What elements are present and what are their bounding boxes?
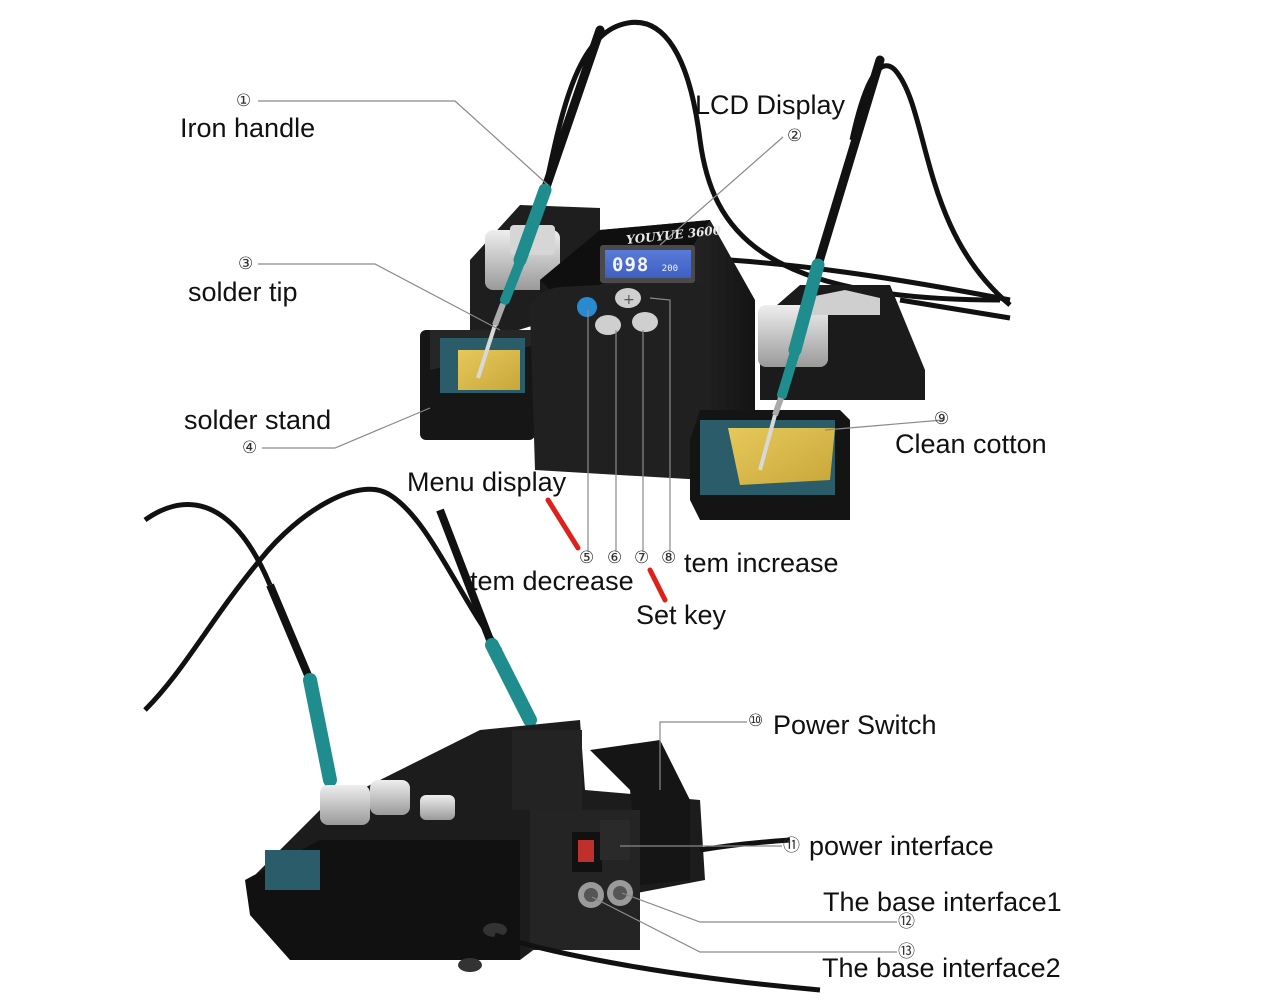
base-interface1-label: The base interface1 — [823, 887, 1062, 917]
solder-tip-number: ③ — [238, 254, 254, 274]
power-switch-label: Power Switch — [773, 710, 937, 740]
power-switch-number: ⑩ — [748, 711, 764, 731]
solder-stand-number: ④ — [242, 438, 258, 458]
clean-cotton-label: Clean cotton — [895, 429, 1047, 459]
bottom-station-illustration — [143, 486, 821, 993]
lcd-reading: 098 200 — [612, 254, 679, 276]
lcd-display-label: LCD Display — [695, 90, 846, 120]
leader-lines — [258, 100, 944, 953]
tem-decrease-number: ⑥ — [607, 548, 623, 568]
solder-stand-label: solder stand — [184, 405, 332, 435]
lcd-display-number: ② — [787, 126, 803, 146]
tem-increase-label: tem increase — [684, 548, 839, 578]
right-iron-illustration — [758, 55, 885, 471]
menu-display-label: Menu display — [407, 467, 567, 497]
tem-increase-number: ⑧ — [661, 548, 677, 568]
power-interface-label: power interface — [809, 831, 994, 861]
red-mark-menu — [545, 497, 581, 551]
tem-decrease-label: tem decrease — [470, 566, 634, 596]
iron-handle-number: ① — [236, 91, 252, 111]
menu-display-number: ⑤ — [579, 548, 595, 568]
iron-handle-label: Iron handle — [180, 113, 316, 143]
base-interface1-number: ⑫ — [898, 912, 915, 932]
power-interface-number: ⑪ — [783, 836, 800, 856]
solder-tip-label: solder tip — [188, 277, 298, 307]
base-interface2-number: ⑬ — [898, 942, 915, 962]
base-interface2-label: The base interface2 — [822, 953, 1061, 983]
control-unit: + — [530, 220, 755, 480]
right-holder — [690, 285, 925, 520]
red-mark-set — [647, 567, 668, 603]
set-key-number: ⑦ — [634, 548, 650, 568]
top-station-illustration: + — [420, 19, 1012, 520]
set-key-label: Set key — [636, 600, 727, 630]
svg-text:+: + — [623, 292, 635, 308]
clean-cotton-number: ⑨ — [934, 409, 950, 429]
left-iron-illustration — [476, 25, 605, 379]
